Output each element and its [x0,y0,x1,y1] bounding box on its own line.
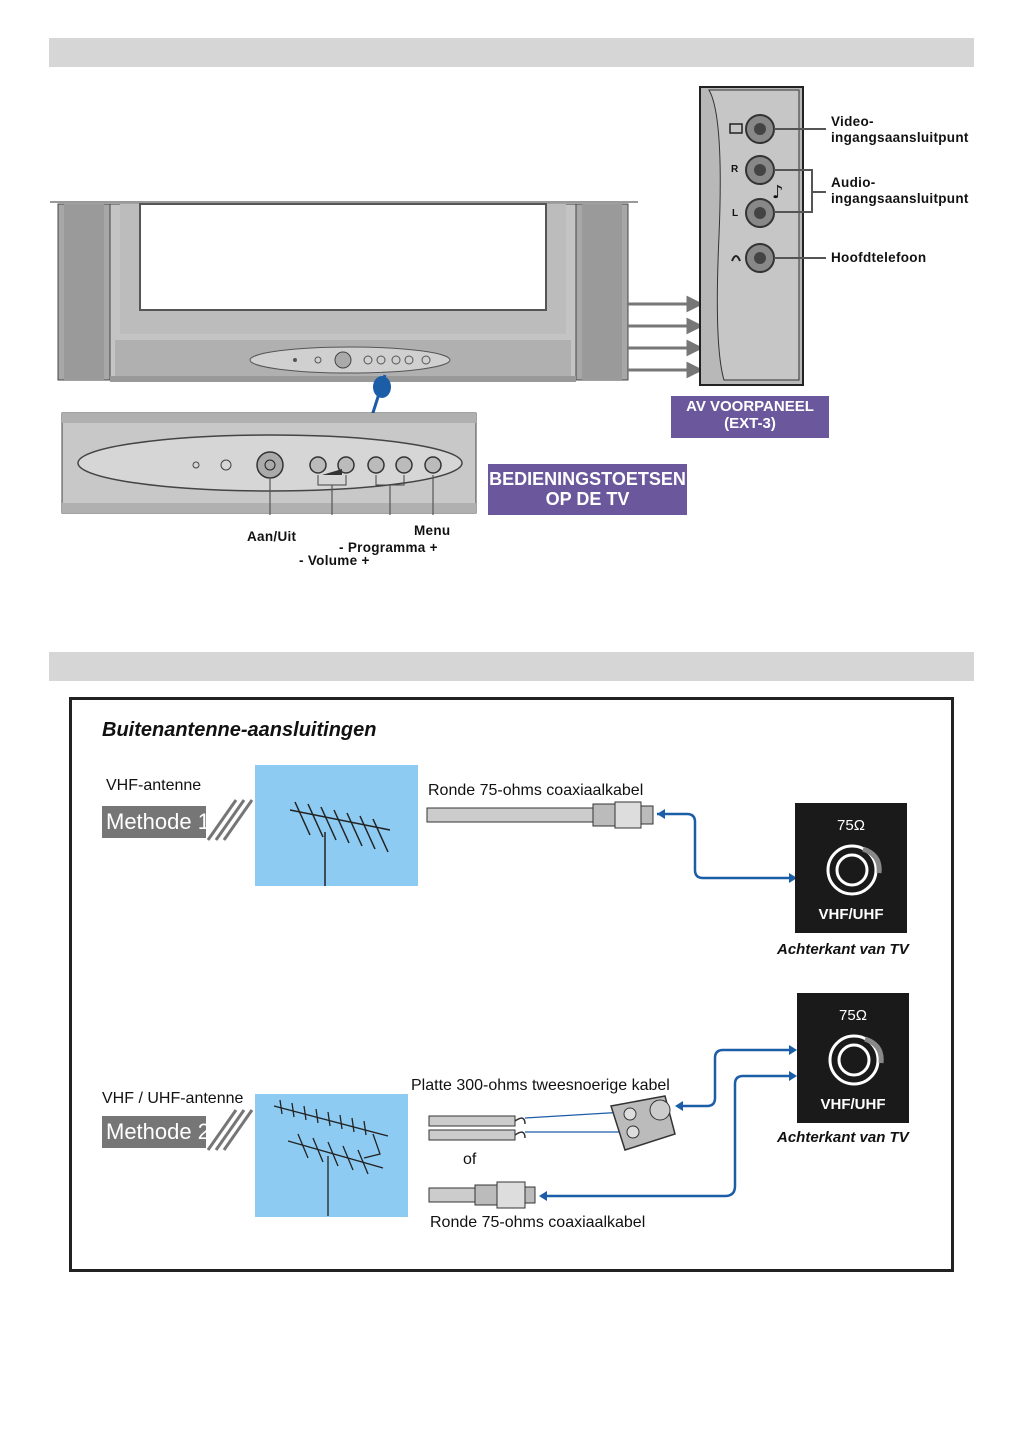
headphone-label: Hoofdtelefoon [831,250,927,265]
left-audio-letter: L [732,208,739,219]
right-audio-letter: R [731,164,739,175]
av-panel-title-line1: AV VOORPANEEL [686,398,814,415]
controls-title-line1: BEDIENINGSTOETSEN [489,469,686,489]
port-1-name: VHF/UHF [818,906,884,923]
audio-input-label-2: ingangsaansluitpunt [831,191,969,206]
antenna-section-title: Buitenantenne-aansluitingen [102,719,377,741]
video-input-label-2: ingangsaansluitpunt [831,130,969,145]
tv-front-illustration [50,201,638,382]
vhf-uhf-antenna-picture [255,1094,408,1217]
control-panel-zoom [61,374,477,515]
method-2-badge: Methode 2 [102,1116,210,1148]
port-1-connector-icon [826,844,882,896]
method-1-badge: Methode 1 [102,806,210,838]
power-label: Aan/Uit [247,529,297,544]
av-panel-graphic: ♪ [699,86,804,386]
port-1-ohm-label: 75Ω [837,817,865,834]
vhf-antenna-picture [255,765,418,886]
method-1-coax-cable [426,801,797,883]
volume-label: - Volume + [299,553,370,568]
av-panel-title-badge: AV VOORPANEEL (EXT-3) [671,396,829,438]
vhf-antenna-label: VHF-antenne [106,777,202,794]
vhf-uhf-antenna-icon [273,1099,389,1216]
svg-text:♪: ♪ [772,182,784,203]
av-connection-arrows [628,295,704,379]
back-of-tv-label-2: Achterkant van TV [777,1129,909,1146]
or-label: of [463,1151,477,1168]
av-label-leaders [774,128,826,259]
method-2-cables [428,1045,797,1209]
antenna-connections-box [69,697,954,1272]
program-label: - Programma + [339,540,438,555]
port-2-ohm-label: 75Ω [839,1007,867,1024]
vhf-uhf-port-1: 75Ω VHF/UHF [795,803,907,933]
vhf-uhf-port-2: 75Ω VHF/UHF [797,993,909,1123]
flat-cable-label: Platte 300-ohms tweesnoerige kabel [411,1077,670,1094]
port-2-connector-icon [828,1034,884,1086]
method-1-hatch [206,799,254,841]
controls-title-badge: BEDIENINGSTOETSEN OP DE TV [488,464,687,515]
av-front-panel: ♪ R L [699,86,804,386]
method-2-hatch [206,1109,254,1151]
vhf-antenna-icon [289,801,391,886]
method-1-cable-label: Ronde 75-ohms coaxiaalkabel [428,782,644,799]
method-2-coax-label: Ronde 75-ohms coaxiaalkabel [430,1214,646,1231]
video-input-label-1: Video- [831,114,874,129]
audio-input-label-1: Audio- [831,175,876,190]
port-2-name: VHF/UHF [820,1096,886,1113]
section-header-bar-1 [49,38,974,67]
section-header-bar-2 [49,652,974,681]
menu-label: Menu [414,523,451,538]
vhf-uhf-antenna-label: VHF / UHF-antenne [102,1090,244,1107]
back-of-tv-label-1: Achterkant van TV [777,941,909,958]
av-panel-title-line2: (EXT-3) [724,414,776,432]
controls-title-line2: OP DE TV [545,488,630,509]
